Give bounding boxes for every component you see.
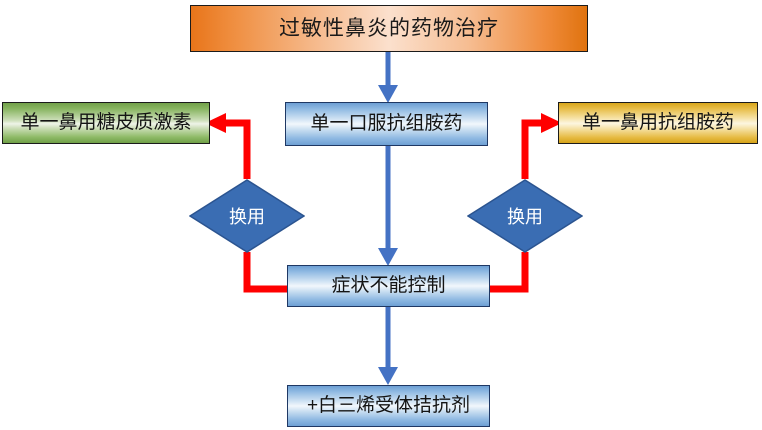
node-leukotriene-antagonist[interactable]: +白三烯受体拮抗剂 <box>287 385 490 427</box>
node-leukotriene-antagonist-label: +白三烯受体拮抗剂 <box>306 394 471 416</box>
node-symptoms-uncontrolled-label: 症状不能控制 <box>331 274 446 296</box>
diamond-shape-left <box>189 179 305 253</box>
node-nasal-corticosteroid[interactable]: 单一鼻用糖皮质激素 <box>2 102 210 144</box>
node-nasal-corticosteroid-label: 单一鼻用糖皮质激素 <box>20 111 192 133</box>
blue-arrowhead-title-to-oral <box>378 85 398 103</box>
decision-switch-right[interactable]: 换用 <box>467 179 583 253</box>
red-line-left-diamond-to-green <box>222 119 251 179</box>
node-nasal-antihistamine[interactable]: 单一鼻用抗组胺药 <box>558 102 758 144</box>
red-line-symptom-to-right-diamond <box>490 252 529 293</box>
red-line-symptom-to-left-diamond <box>243 252 287 293</box>
decision-switch-left[interactable]: 换用 <box>189 179 305 253</box>
node-title-label: 过敏性鼻炎的药物治疗 <box>279 16 499 40</box>
blue-arrowhead-symptom-to-leukotriene <box>378 367 398 385</box>
node-oral-antihistamine-label: 单一口服抗组胺药 <box>310 112 463 134</box>
node-oral-antihistamine[interactable]: 单一口服抗组胺药 <box>285 102 488 146</box>
red-line-right-diamond-to-yellow <box>521 119 545 179</box>
diamond-shape-right <box>467 179 583 253</box>
node-symptoms-uncontrolled[interactable]: 症状不能控制 <box>287 265 490 307</box>
node-title-allergic-rhinitis-treatment[interactable]: 过敏性鼻炎的药物治疗 <box>190 5 588 52</box>
node-nasal-antihistamine-label: 单一鼻用抗组胺药 <box>581 111 734 133</box>
blue-arrowhead-oral-to-symptom <box>378 248 398 266</box>
